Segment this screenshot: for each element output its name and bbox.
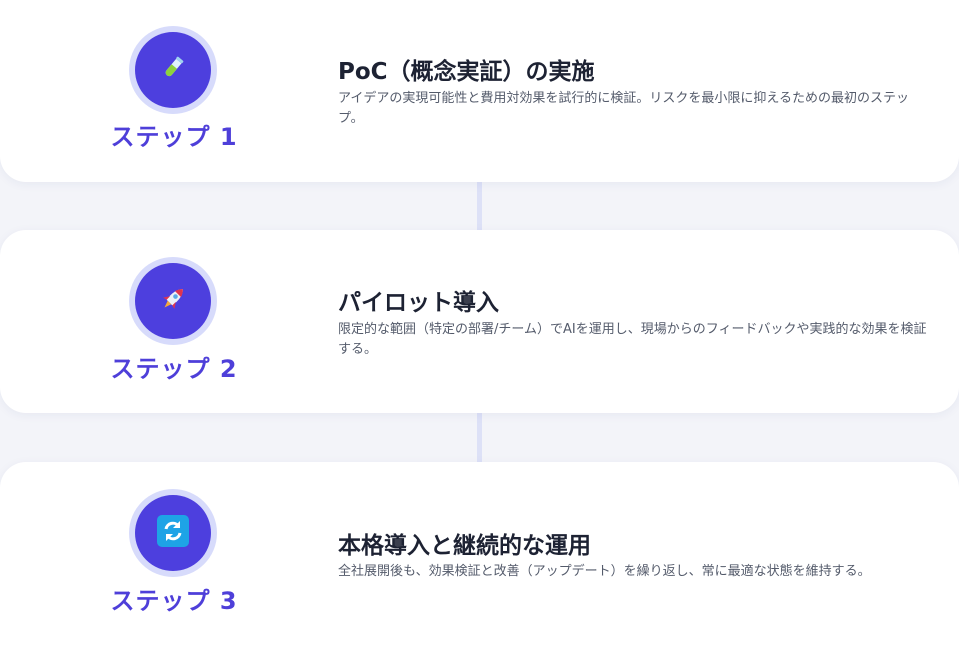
test-tube-icon [158, 53, 188, 87]
step-title: PoC（概念実証）の実施 [338, 59, 595, 85]
step-connector-2 [477, 413, 482, 462]
step-2-badge [129, 257, 217, 345]
step-card-2: ステップ 2 パイロット導入 限定的な範囲（特定の部署/チーム）でAIを運用し、… [0, 230, 959, 413]
rocket-icon [156, 282, 190, 320]
step-title: パイロット導入 [338, 290, 499, 316]
step-description: 限定的な範囲（特定の部署/チーム）でAIを運用し、現場からのフィードバックや実践… [338, 322, 927, 357]
step-label: ステップ 1 [110, 123, 238, 151]
step-1-badge [129, 26, 217, 114]
step-label: ステップ 2 [110, 355, 238, 383]
step-description: 全社展開後も、効果検証と改善（アップデート）を繰り返し、常に最適な状態を維持する… [338, 564, 871, 579]
step-card-3: ステップ 3 本格導入と継続的な運用 全社展開後も、効果検証と改善（アップデート… [0, 462, 959, 646]
step-title: 本格導入と継続的な運用 [338, 533, 591, 559]
step-card-1: ステップ 1 PoC（概念実証）の実施 アイデアの実現可能性と費用対効果を試行的… [0, 0, 959, 182]
step-label: ステップ 3 [110, 587, 238, 615]
refresh-icon [156, 514, 190, 552]
step-description: アイデアの実現可能性と費用対効果を試行的に検証。リスクを最小限に抑えるための最初… [338, 91, 909, 126]
step-3-badge [129, 489, 217, 577]
step-connector-1 [477, 182, 482, 230]
